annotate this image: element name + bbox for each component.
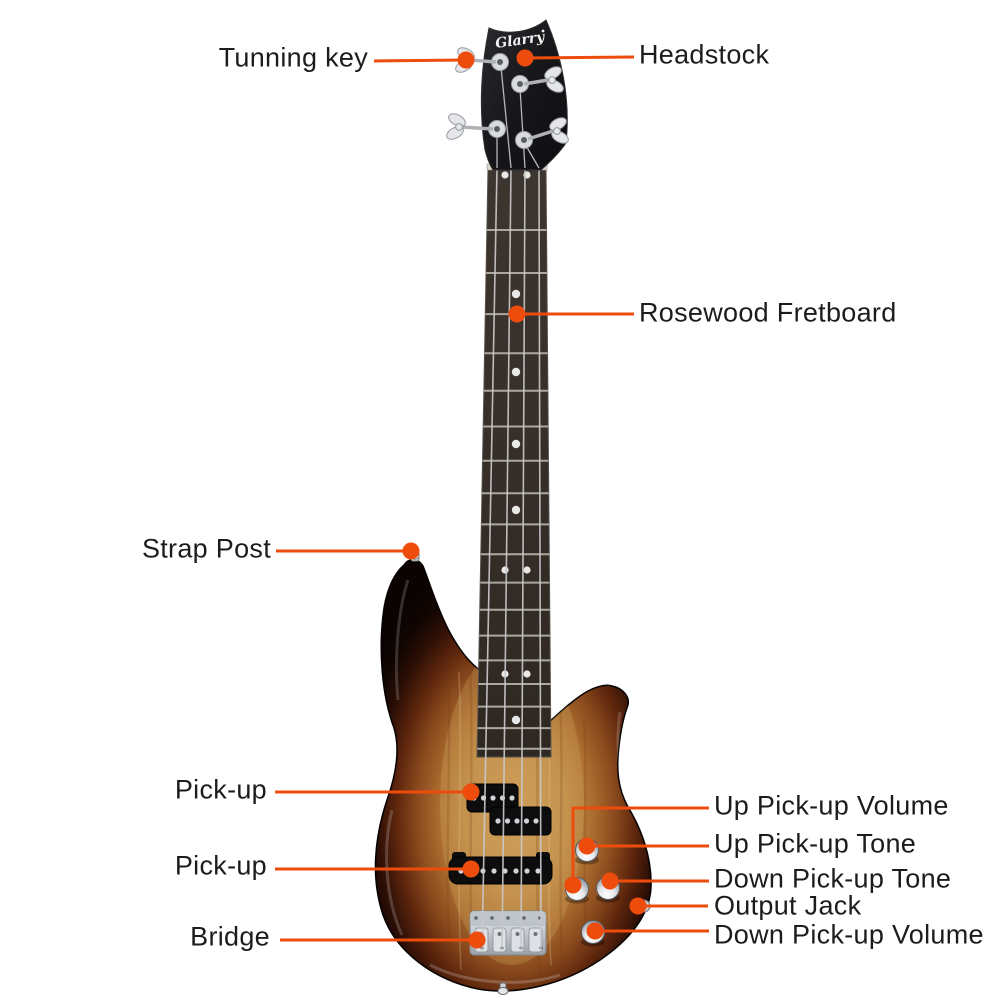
- label-strap-post: Strap Post: [141, 533, 271, 564]
- fretboard-inlays: [501, 171, 531, 725]
- label-rosewood-fretboard: Rosewood Fretboard: [639, 297, 897, 328]
- tuning-key-2: [446, 113, 494, 140]
- callout-dot-down-pickup-volume: [586, 922, 604, 940]
- strings: [481, 167, 542, 951]
- strap-post-bottom: [497, 982, 509, 995]
- label-pickup-upper: Pick-up: [174, 774, 267, 805]
- callout-dot-output-jack: [629, 897, 647, 915]
- callout-line-up-pickup-volume: [571, 806, 709, 885]
- label-up-pickup-tone: Up Pick-up Tone: [714, 828, 917, 859]
- callout-dot-down-pickup-tone: [601, 872, 619, 890]
- callout-dot-headstock: [516, 49, 534, 67]
- label-bridge: Bridge: [190, 921, 270, 952]
- callout-dot-up-pickup-tone: [578, 837, 596, 855]
- label-down-pickup-volume: Down Pick-up Volume: [714, 919, 984, 950]
- label-output-jack: Output Jack: [714, 890, 862, 921]
- callout-dot-rosewood-fretboard: [508, 305, 526, 323]
- tuner-posts: [488, 53, 533, 149]
- callout-line-headstock: [524, 55, 635, 60]
- label-pickup-lower: Pick-up: [174, 850, 267, 881]
- callout-line-tunning-key: [373, 58, 467, 63]
- tuning-key-3: [523, 66, 564, 93]
- pickup-upper: [466, 783, 552, 836]
- callout-dot-tunning-key: [457, 51, 475, 69]
- glarry-logo: Glarry: [494, 29, 546, 52]
- label-tunning-key: Tunning key: [218, 42, 368, 73]
- callout-dot-pickup-lower: [462, 860, 480, 878]
- callout-dot-strap-post: [402, 542, 420, 560]
- label-headstock: Headstock: [639, 39, 770, 70]
- callout-dot-bridge: [468, 931, 486, 949]
- logo-mark: [541, 29, 545, 33]
- label-up-pickup-volume: Up Pick-up Volume: [714, 790, 949, 821]
- label-down-pickup-tone: Down Pick-up Tone: [714, 863, 952, 894]
- callout-dot-pickup-upper: [462, 783, 480, 801]
- tuning-key-4: [527, 117, 569, 144]
- callout-dot-up-pickup-volume: [564, 876, 582, 894]
